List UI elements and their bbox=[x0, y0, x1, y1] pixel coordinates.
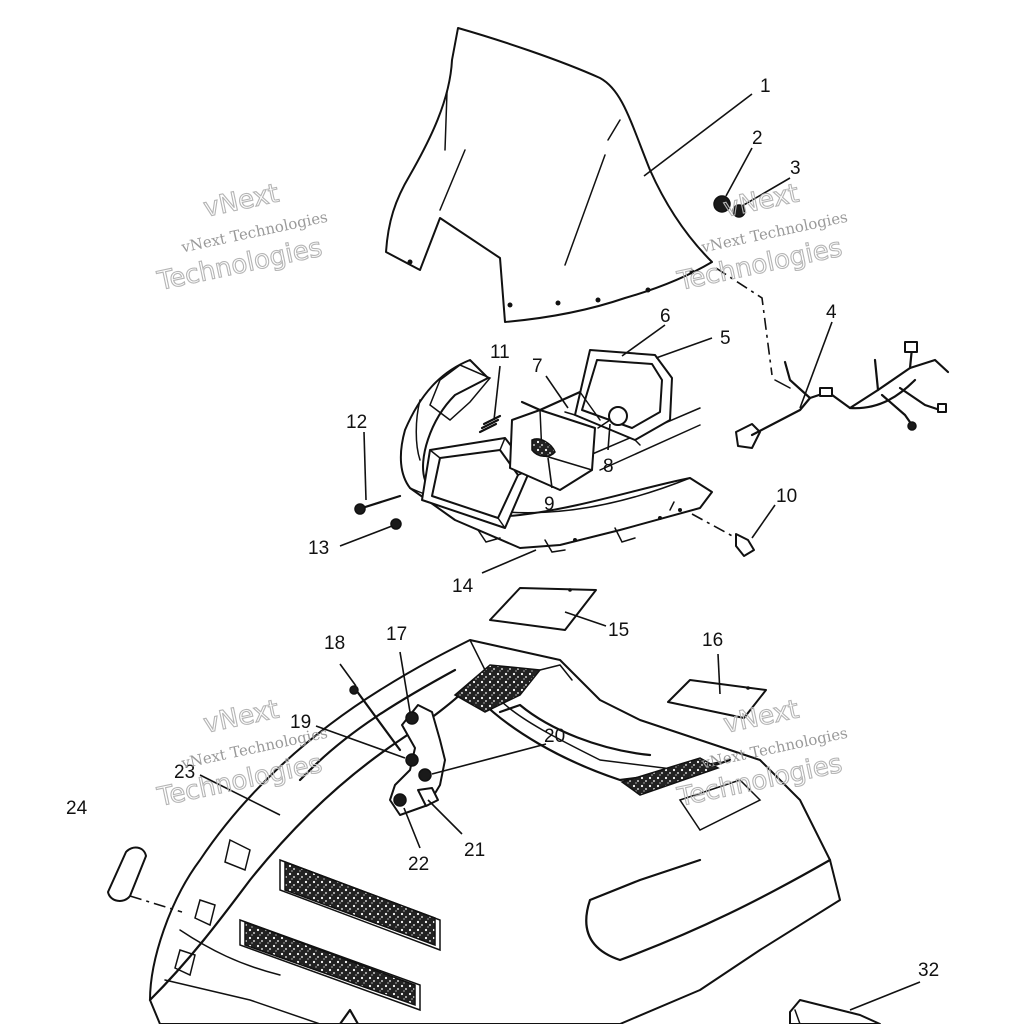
callout-21: 21 bbox=[464, 840, 485, 861]
callout-3: 3 bbox=[790, 158, 801, 179]
callout-8: 8 bbox=[603, 456, 614, 477]
callout-16: 16 bbox=[702, 630, 723, 651]
bolt-10 bbox=[691, 513, 755, 557]
callout-13: 13 bbox=[308, 538, 329, 559]
decal-15 bbox=[489, 587, 597, 631]
callout-17: 17 bbox=[386, 624, 407, 645]
wiring-harness bbox=[735, 341, 950, 449]
watermark-top-left: vNext vNext Technologies Technologies bbox=[154, 178, 330, 298]
screw-12 bbox=[354, 494, 402, 515]
callout-12: 12 bbox=[346, 412, 367, 433]
bracket-32 bbox=[789, 999, 881, 1024]
callout-6: 6 bbox=[660, 306, 671, 327]
callout-11: 11 bbox=[490, 342, 510, 363]
watermark-top-right: vNext vNext Technologies Technologies bbox=[674, 178, 850, 298]
callout-labels: 1 2 3 4 5 6 7 8 9 10 11 12 13 14 15 16 1… bbox=[66, 76, 939, 981]
callout-24: 24 bbox=[66, 798, 88, 819]
bracket bbox=[520, 390, 601, 421]
windshield bbox=[385, 27, 713, 323]
callout-7: 7 bbox=[532, 356, 543, 377]
alignment-line-windshield bbox=[715, 267, 773, 376]
watermark-brand: vNext bbox=[201, 179, 282, 224]
callout-19: 19 bbox=[290, 712, 311, 733]
bulb bbox=[597, 406, 628, 429]
leader-lines bbox=[199, 93, 921, 1011]
grommet bbox=[713, 195, 731, 213]
watermark-brand: vNext bbox=[721, 179, 802, 224]
watermark-brand: vNext bbox=[201, 695, 282, 740]
decal-16 bbox=[667, 679, 767, 719]
callout-10: 10 bbox=[776, 486, 797, 507]
callout-20: 20 bbox=[544, 726, 565, 747]
latch-assembly bbox=[349, 685, 446, 816]
callout-1: 1 bbox=[760, 76, 771, 97]
grip-24 bbox=[107, 846, 183, 913]
callout-2: 2 bbox=[752, 128, 763, 149]
callout-22: 22 bbox=[408, 854, 429, 875]
windshield-screw bbox=[732, 204, 746, 218]
callout-18: 18 bbox=[324, 633, 345, 654]
callout-9: 9 bbox=[544, 494, 555, 515]
hood bbox=[148, 639, 841, 1024]
callout-23: 23 bbox=[174, 762, 195, 783]
nut-13 bbox=[390, 518, 402, 530]
headlight-lamp bbox=[509, 409, 596, 491]
headlight-housing bbox=[564, 349, 673, 446]
callout-14: 14 bbox=[452, 576, 474, 597]
callout-32: 32 bbox=[918, 960, 939, 981]
headlight-bezel bbox=[421, 437, 531, 529]
callout-5: 5 bbox=[720, 328, 731, 349]
spring bbox=[478, 414, 502, 434]
callout-4: 4 bbox=[826, 302, 837, 323]
callout-15: 15 bbox=[608, 620, 629, 641]
